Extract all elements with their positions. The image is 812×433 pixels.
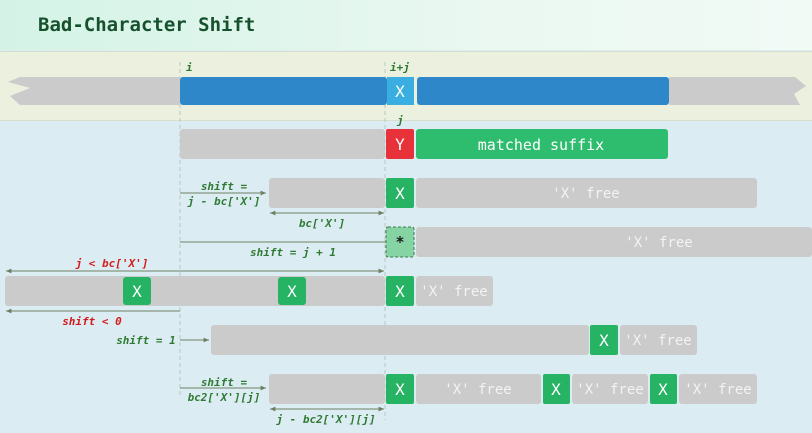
pattern-row5-x-cell <box>590 325 618 355</box>
star-cell <box>385 226 415 258</box>
shift-label-row6: shift = <box>201 376 248 389</box>
pattern-row5-free-label: 'X' free <box>624 333 691 349</box>
pattern-row6-x-label-3: X <box>658 380 668 399</box>
j-lt-bc-label: j < bc['X'] <box>75 257 149 270</box>
star-cell-label: * <box>395 233 404 251</box>
index-j: j <box>396 114 404 127</box>
pattern-row6-free-bar-1 <box>416 374 541 404</box>
pattern-row4-x-label-2: X <box>287 282 297 301</box>
pattern-row6-x-cell-1 <box>386 374 414 404</box>
matched-suffix-bar <box>416 129 668 159</box>
pattern-row5-x-label: X <box>599 331 609 350</box>
pattern-row4-x-label-1: X <box>132 282 142 301</box>
bc-span-label: bc['X'] <box>299 217 345 230</box>
pattern-row6-free-label-1: 'X' free <box>444 382 511 398</box>
pattern-row2-prefix <box>269 178 385 208</box>
text-mismatch-label: X <box>395 82 405 101</box>
title-band <box>0 0 812 50</box>
pattern-row2-x-label: X <box>395 184 405 203</box>
pattern-row4-free-label: 'X' free <box>420 284 487 300</box>
pattern-row4-x-cell-3 <box>386 276 414 306</box>
pattern-row4-prefix <box>5 276 385 306</box>
text-right-window-bar <box>417 77 669 105</box>
index-i: i <box>186 61 193 74</box>
pattern-row4-x-cell-1 <box>123 277 151 305</box>
shift-negative-label: shift < 0 <box>62 315 122 328</box>
pattern-row6-free-label-2: 'X' free <box>576 382 643 398</box>
pattern-mismatch-label: Y <box>395 135 405 154</box>
pattern-prefix-bar <box>180 129 385 159</box>
pattern-row6-x-label-1: X <box>395 380 405 399</box>
pattern-row3-free-bar <box>416 227 812 257</box>
bc2-span-label: j - bc2['X'][j] <box>275 413 375 426</box>
shift-formula-row2: j - bc['X'] <box>187 195 261 208</box>
pattern-row6-x-cell-3 <box>650 374 677 404</box>
pattern-row2-x-cell <box>386 178 414 208</box>
pattern-row2-free-bar <box>416 178 757 208</box>
pattern-row5-prefix <box>211 325 589 355</box>
pattern-row6-x-label-2: X <box>551 380 561 399</box>
pattern-row4-x-label-3: X <box>395 282 405 301</box>
pattern-row6-prefix <box>269 374 385 404</box>
pattern-row4-free-bar <box>416 276 493 306</box>
text-right-bar <box>669 77 806 105</box>
pattern-row6-free-label-3: 'X' free <box>684 382 751 398</box>
pattern-row2-free-label: 'X' free <box>552 186 619 202</box>
text-window-bar <box>180 77 387 105</box>
shift-label-row3: shift = j + 1 <box>250 246 336 259</box>
shift-one-label: shift = 1 <box>116 334 176 347</box>
pattern-row5-free-bar <box>620 325 697 355</box>
pattern-row3-free-label: 'X' free <box>625 235 692 251</box>
page-title: Bad-Character Shift <box>38 14 256 36</box>
matched-suffix-label: matched suffix <box>478 136 604 154</box>
pattern-row6-free-bar-3 <box>679 374 757 404</box>
index-i-plus-j: i+j <box>390 61 410 74</box>
shift-label-row2: shift = <box>201 180 248 193</box>
shift-formula-row6: bc2['X'][j] <box>188 391 261 404</box>
pattern-row6-free-bar-2 <box>572 374 648 404</box>
pattern-row6-x-cell-2 <box>543 374 570 404</box>
pattern-mismatch-cell <box>386 129 414 159</box>
pattern-row4-x-cell-2 <box>278 277 306 305</box>
text-mismatch-cell <box>387 77 414 105</box>
text-left-bar <box>8 77 180 105</box>
